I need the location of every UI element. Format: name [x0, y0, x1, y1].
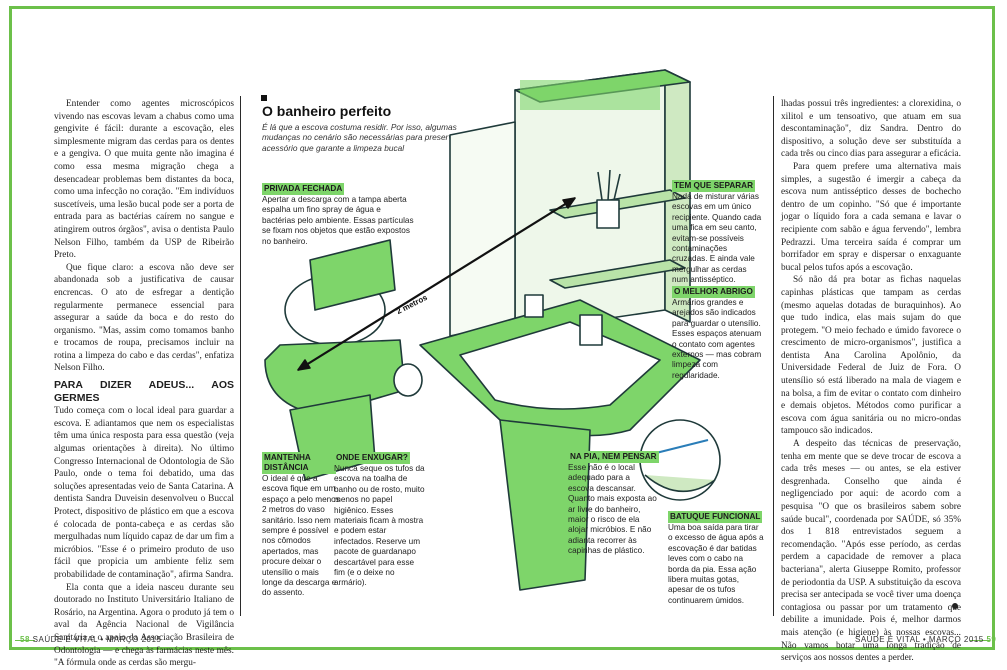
callout-text-privada-fechada: Apertar a descarga com a tampa aberta es…	[262, 195, 414, 246]
callout-text-na-pia-nem-pensar: Esse não é o local adequado para a escov…	[568, 463, 657, 556]
callout-tag-tem-que-separar: TEM QUE SEPARAR	[672, 180, 755, 192]
footer-right-text: SAÚDE É VITAL • MARÇO 2015	[855, 635, 984, 644]
footer-left: 58 SAÚDE É VITAL • MARÇO 2015	[20, 635, 161, 644]
cabinet-shelf-2	[549, 259, 686, 289]
callout-tag-o-melhor-abrigo: O MELHOR ABRIGO	[672, 286, 755, 298]
end-mark	[952, 603, 958, 609]
toothbrush-cup	[596, 199, 620, 229]
page-number-left: 58	[20, 635, 30, 644]
left-article-column: Entender como agentes microscópicos vive…	[54, 98, 234, 670]
sink-pedestal	[499, 419, 591, 591]
callout-text-batuque-funcional: Uma boa saída para tirar o excesso de ág…	[668, 523, 764, 605]
faucet	[524, 294, 544, 318]
callout-text-mantenha-distancia: O ideal é que a escova fique em um espaç…	[262, 474, 340, 598]
title-marker	[261, 95, 267, 101]
column-rule	[240, 96, 241, 616]
distance-arrow	[297, 197, 576, 371]
bathroom-illustration	[264, 69, 721, 591]
callout-tag-batuque-funcional: BATUQUE FUNCIONAL	[668, 511, 763, 523]
paragraph: Entender como agentes microscópicos vive…	[54, 99, 234, 261]
paragraph: A despeito das técnicas de preservação, …	[781, 439, 961, 664]
mirror-door	[449, 121, 516, 337]
paragraph: Que fique claro: a escova não deve ser a…	[54, 262, 234, 374]
page-number-right: 59	[986, 635, 997, 644]
paragraph: Ela conta que a ideia nasceu durante seu…	[54, 582, 234, 669]
callout-text-o-melhor-abrigo: Armários grandes e arejados são indicado…	[672, 298, 762, 380]
paragraph: Só não dá pra botar as fichas naquelas c…	[781, 275, 961, 437]
paragraph: Para quem prefere uma alternativa mais s…	[781, 161, 961, 273]
infographic-title: O banheiro perfeito	[262, 103, 392, 119]
callout-tag-mantenha-distancia: MANTENHA DISTÂNCIA	[262, 452, 336, 474]
paragraph: lhadas possui três ingredientes: a clore…	[781, 99, 961, 160]
callout-tag-privada-fechada: PRIVADA FECHADA	[262, 183, 345, 195]
sink-cup	[579, 314, 603, 346]
column-rule	[773, 96, 774, 616]
section-heading: PARA DIZER ADEUS... AOS GERMES	[54, 379, 234, 404]
cabinet-vent	[520, 80, 660, 110]
footer-rule-left	[15, 640, 35, 641]
footer-right: SAÚDE É VITAL • MARÇO 2015 59	[855, 635, 996, 644]
footer-rule-right	[970, 640, 990, 641]
toilet-tank	[309, 239, 396, 311]
callout-tag-onde-enxugar: ONDE ENXUGAR?	[334, 452, 410, 464]
callout-tag-na-pia-nem-pensar: NA PIA, NEM PENSAR	[568, 451, 659, 463]
callout-text-onde-enxugar: Nunca seque os tufos da escova na toalha…	[334, 464, 425, 588]
right-article-column: lhadas possui três ingredientes: a clore…	[781, 98, 961, 665]
page-frame	[9, 6, 995, 650]
paragraph: Tudo começa com o local ideal para guard…	[54, 406, 234, 580]
callout-text-tem-que-separar: Nada de misturar várias escovas em um ún…	[672, 192, 762, 285]
sink-bowl	[459, 321, 661, 410]
footer-left-text: SAÚDE É VITAL • MARÇO 2015	[32, 635, 162, 644]
infographic-subtitle: É lá que a escova costuma residir. Por i…	[262, 122, 467, 153]
toilet-paper-roll	[393, 363, 423, 397]
